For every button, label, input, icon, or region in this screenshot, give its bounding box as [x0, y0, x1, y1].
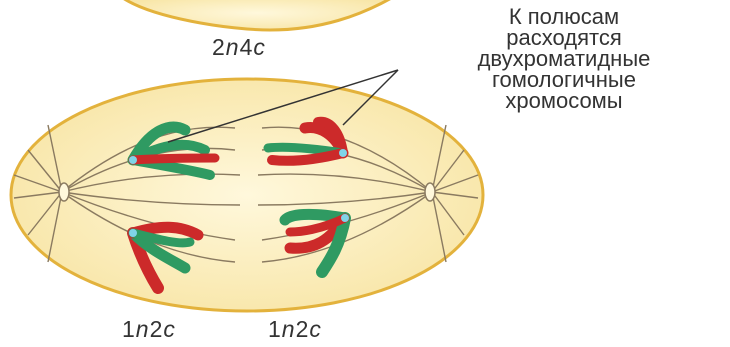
- top-cell-label: 2n4c: [212, 34, 266, 61]
- top-cell: [120, 0, 395, 30]
- annotation-line: расходятся: [398, 27, 730, 48]
- annotation-line: К полюсам: [398, 6, 730, 27]
- annotation-line: хромосомы: [398, 90, 730, 111]
- left-cell-label: 1n2c: [122, 316, 176, 343]
- right-cell-label: 1n2c: [268, 316, 322, 343]
- annotation-line: двухроматидные: [398, 48, 730, 69]
- annotation-text: К полюсам расходятся двухроматидные гомо…: [398, 6, 730, 111]
- right-centriole: [425, 183, 435, 201]
- left-centriole: [59, 183, 69, 201]
- annotation-line: гомологичные: [398, 69, 730, 90]
